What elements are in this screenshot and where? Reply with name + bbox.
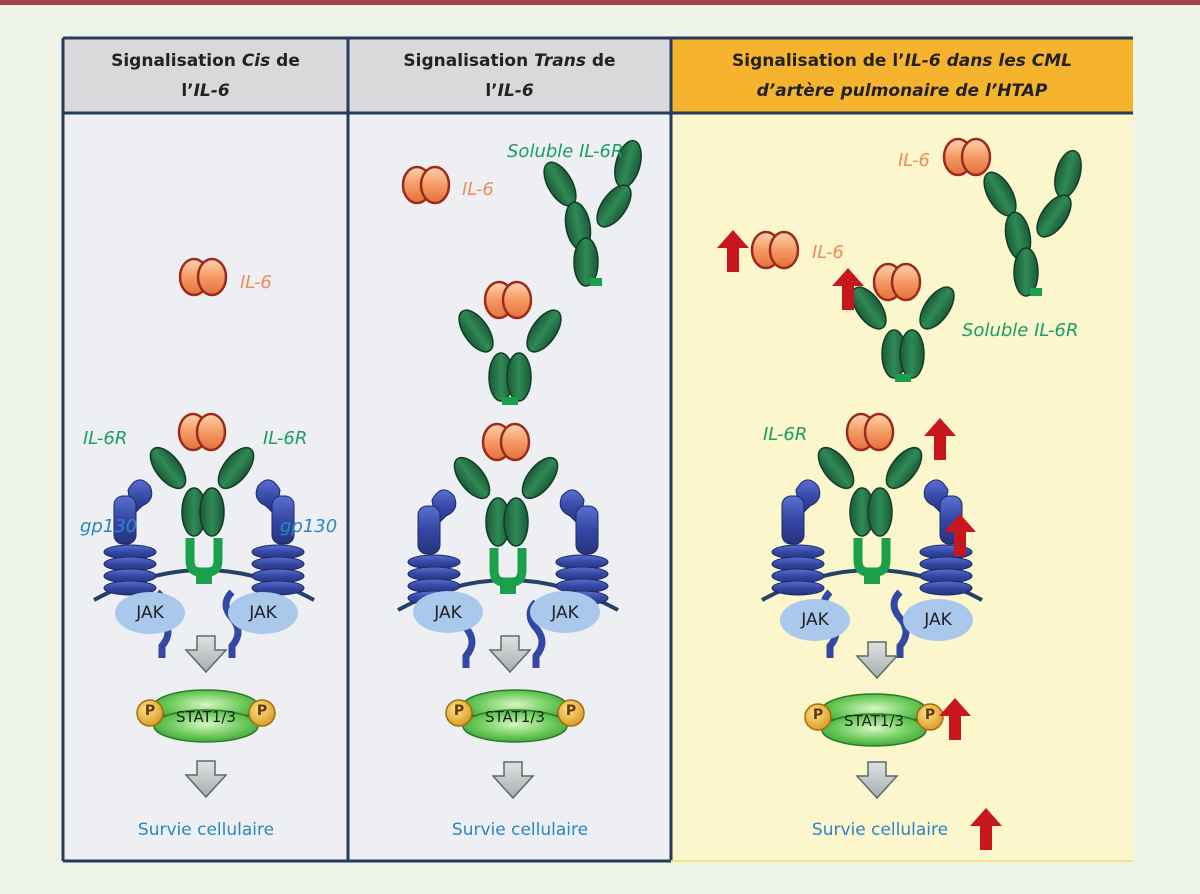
label-stat: STAT1/3 [844, 712, 904, 730]
il6-ligand-icon [750, 230, 800, 270]
label-jak: JAK [434, 603, 462, 623]
label-stat: STAT1/3 [176, 708, 236, 726]
il6-ligand-icon [483, 280, 533, 320]
jak-oval-icon [115, 592, 185, 634]
header-bg-trans [348, 38, 671, 113]
label-il6: IL-6 [240, 272, 272, 293]
panel-borders [61, 36, 1133, 863]
label-survie: Survie cellulaire [451, 820, 589, 840]
label-jak: JAK [924, 610, 952, 630]
il6-ligand-icon [872, 262, 922, 302]
label-phospho: P [256, 703, 268, 719]
panel-htap [671, 113, 1133, 861]
label-jak: JAK [249, 603, 277, 623]
label-il6: IL-6 [462, 179, 494, 200]
label-il6r: IL-6R [263, 428, 308, 449]
label-survie: Survie cellulaire [811, 820, 949, 840]
label-jak: JAK [801, 610, 829, 630]
jak-oval-icon [228, 592, 298, 634]
jak-oval-icon [530, 591, 600, 633]
label-stat: STAT1/3 [485, 708, 545, 726]
header-bg-cis [63, 38, 348, 113]
header-bg-htap [671, 38, 1133, 113]
panel-trans [348, 113, 671, 861]
label-jak: JAK [551, 603, 579, 623]
label-survie: Survie cellulaire [137, 820, 275, 840]
header-trans: Signalisation Trans de l’IL-6 [403, 50, 616, 101]
panel-cis [63, 113, 348, 861]
label-soluble-il6r: Soluble IL-6R [507, 141, 624, 162]
label-phospho: P [144, 703, 156, 719]
top-accent-bar [0, 0, 1200, 5]
il6-ligand-icon [942, 137, 992, 177]
label-phospho: P [453, 703, 465, 719]
jak-oval-icon [903, 599, 973, 641]
label-soluble-il6r: Soluble IL-6R [962, 320, 1079, 341]
header-cis: Signalisation Cis de l’IL-6 [111, 50, 300, 101]
label-gp130: gp130 [80, 516, 138, 537]
label-il6: IL-6 [898, 150, 930, 171]
jak-oval-icon [413, 591, 483, 633]
label-il6: IL-6 [812, 242, 844, 263]
label-gp130: gp130 [280, 516, 338, 537]
header-htap: Signalisation de l’IL-6 dans les CML d’a… [732, 50, 1072, 101]
il6-ligand-icon [178, 257, 228, 297]
label-il6r: IL-6R [83, 428, 128, 449]
label-jak: JAK [136, 603, 164, 623]
label-il6r: IL-6R [763, 424, 808, 445]
label-phospho: P [812, 707, 824, 723]
label-phospho: P [924, 707, 936, 723]
label-phospho: P [565, 703, 577, 719]
jak-oval-icon [780, 599, 850, 641]
il6-ligand-icon [401, 165, 451, 205]
